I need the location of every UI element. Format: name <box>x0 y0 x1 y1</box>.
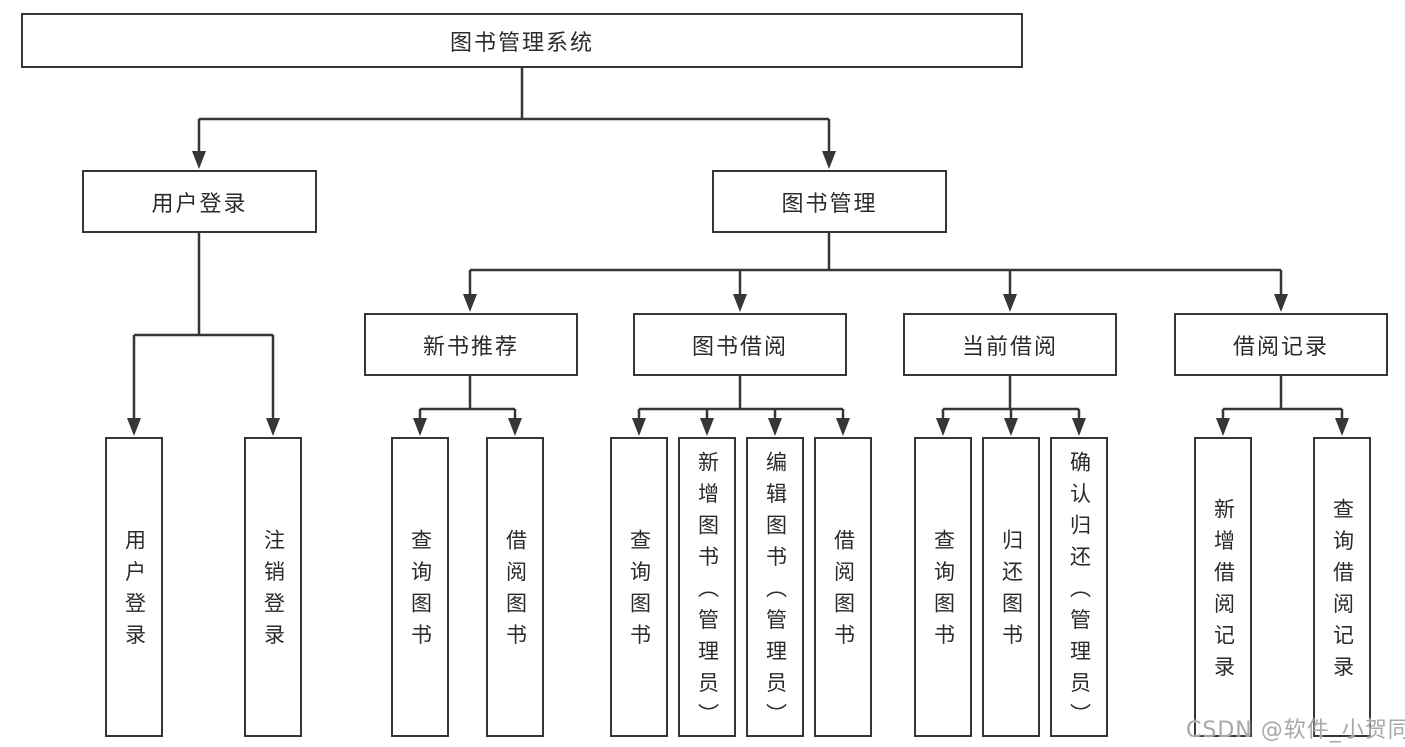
leaf-add-books-admin: 新增图书（管理员） <box>678 437 736 737</box>
leaf-confirm-return-admin: 确认归还（管理员） <box>1050 437 1108 737</box>
leaf-label: 查询图书 <box>408 529 433 656</box>
leaf-label: 确认归还（管理员） <box>1067 450 1092 735</box>
arrowheads <box>127 151 1349 436</box>
leaf-label: 编辑图书（管理员） <box>763 450 788 735</box>
leaf-label: 借阅图书 <box>503 529 528 656</box>
leaf-return-books: 归还图书 <box>982 437 1040 737</box>
node-new-book-recommendation: 新书推荐 <box>364 313 578 376</box>
node-label: 新书推荐 <box>422 334 519 360</box>
node-label: 用户登录 <box>151 191 248 217</box>
leaf-logout: 注销登录 <box>244 437 302 737</box>
leaf-label: 注销登录 <box>261 529 286 656</box>
leaf-label: 查询图书 <box>627 529 652 656</box>
node-label: 图书管理 <box>781 191 878 217</box>
leaf-label: 新增图书（管理员） <box>695 450 720 735</box>
node-label: 图书管理系统 <box>449 30 594 56</box>
leaf-query-books-newbooks: 查询图书 <box>391 437 449 737</box>
leaf-edit-books-admin: 编辑图书（管理员） <box>746 437 804 737</box>
node-borrowing-records: 借阅记录 <box>1174 313 1388 376</box>
leaf-user-login: 用户登录 <box>105 437 163 737</box>
leaf-label: 借阅图书 <box>831 529 856 656</box>
node-label: 借阅记录 <box>1232 334 1329 360</box>
node-library-management-system: 图书管理系统 <box>21 13 1023 68</box>
leaf-query-books-current: 查询图书 <box>914 437 972 737</box>
leaf-borrow-books: 借阅图书 <box>814 437 872 737</box>
leaf-query-borrow-record: 查询借阅记录 <box>1313 437 1371 737</box>
leaf-borrow-books-newbooks: 借阅图书 <box>486 437 544 737</box>
leaf-label: 归还图书 <box>999 529 1024 656</box>
leaf-label: 查询借阅记录 <box>1330 497 1355 687</box>
node-book-management: 图书管理 <box>712 170 947 233</box>
node-label: 当前借阅 <box>961 334 1058 360</box>
node-current-borrowing: 当前借阅 <box>903 313 1117 376</box>
leaf-add-borrow-record: 新增借阅记录 <box>1194 437 1252 737</box>
node-label: 图书借阅 <box>691 334 788 360</box>
csdn-watermark: CSDN @软件_小贺同学 <box>1186 718 1405 743</box>
leaf-query-books-borrowing: 查询图书 <box>610 437 668 737</box>
leaf-label: 查询图书 <box>931 529 956 656</box>
node-book-borrowing: 图书借阅 <box>633 313 847 376</box>
leaf-label: 用户登录 <box>122 529 147 656</box>
leaf-label: 新增借阅记录 <box>1211 497 1236 687</box>
node-user-login: 用户登录 <box>82 170 317 233</box>
